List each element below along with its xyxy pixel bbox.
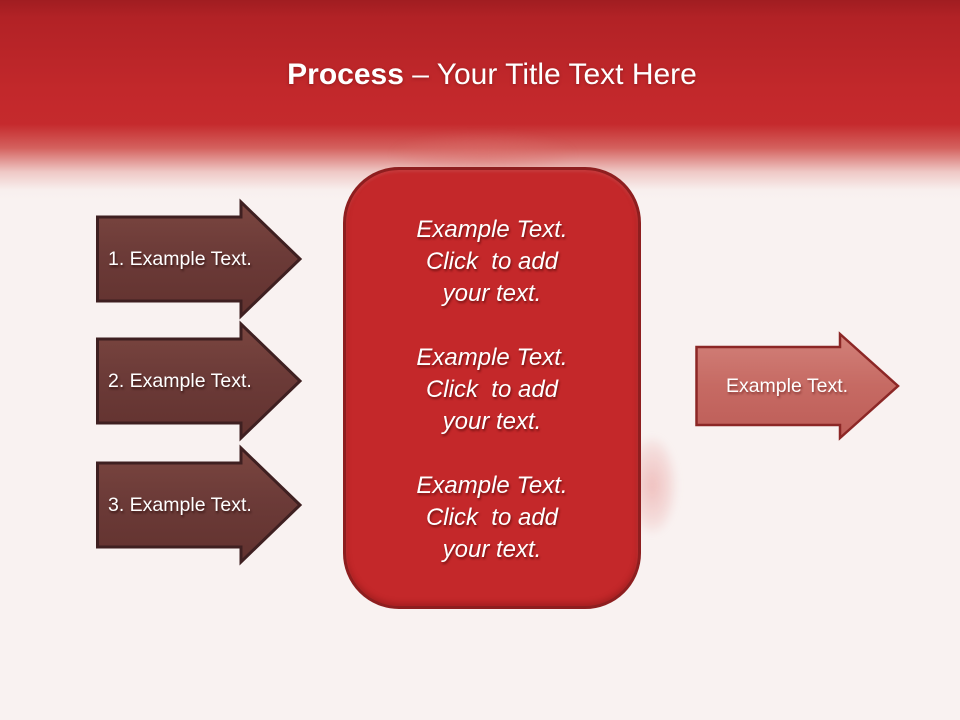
process-step-arrow-2[interactable]: 2. Example Text. (96, 320, 303, 442)
text-line: your text. (442, 408, 542, 435)
output-arrow[interactable]: Example Text. (695, 331, 900, 441)
example-text-block-2: Example Text. Click to add your text. (354, 342, 630, 438)
example-text-block-3: Example Text. Click to add your text. (354, 470, 630, 566)
process-step-arrow-3[interactable]: 3. Example Text. (96, 444, 303, 566)
right-arrow-icon (96, 444, 303, 566)
text-line: Click to add (425, 248, 559, 275)
title-keyword: Process (287, 58, 404, 91)
text-line: your text. (442, 536, 542, 563)
process-step-label-1: 1. Example Text. (108, 247, 252, 270)
right-arrow-icon (96, 320, 303, 442)
output-arrow-label: Example Text. (725, 374, 849, 397)
slide-title: Process – Your Title Text Here (12, 55, 960, 95)
right-arrow-icon (695, 331, 900, 441)
text-line: Example Text. (416, 216, 568, 243)
header-band (0, 0, 960, 200)
text-line: Example Text. (416, 344, 568, 371)
process-step-label-3: 3. Example Text. (108, 493, 252, 516)
example-text-block-1: Example Text. Click to add your text. (354, 214, 630, 310)
right-arrow-icon (96, 198, 303, 320)
text-line: Click to add (425, 504, 559, 531)
center-text-box[interactable]: Example Text. Click to add your text. Ex… (343, 167, 641, 609)
text-line: your text. (442, 280, 542, 307)
text-line: Example Text. (416, 472, 568, 499)
title-subtitle: – Your Title Text Here (403, 58, 697, 91)
text-line: Click to add (425, 376, 559, 403)
process-step-arrow-1[interactable]: 1. Example Text. (96, 198, 303, 320)
process-step-label-2: 2. Example Text. (108, 369, 252, 392)
